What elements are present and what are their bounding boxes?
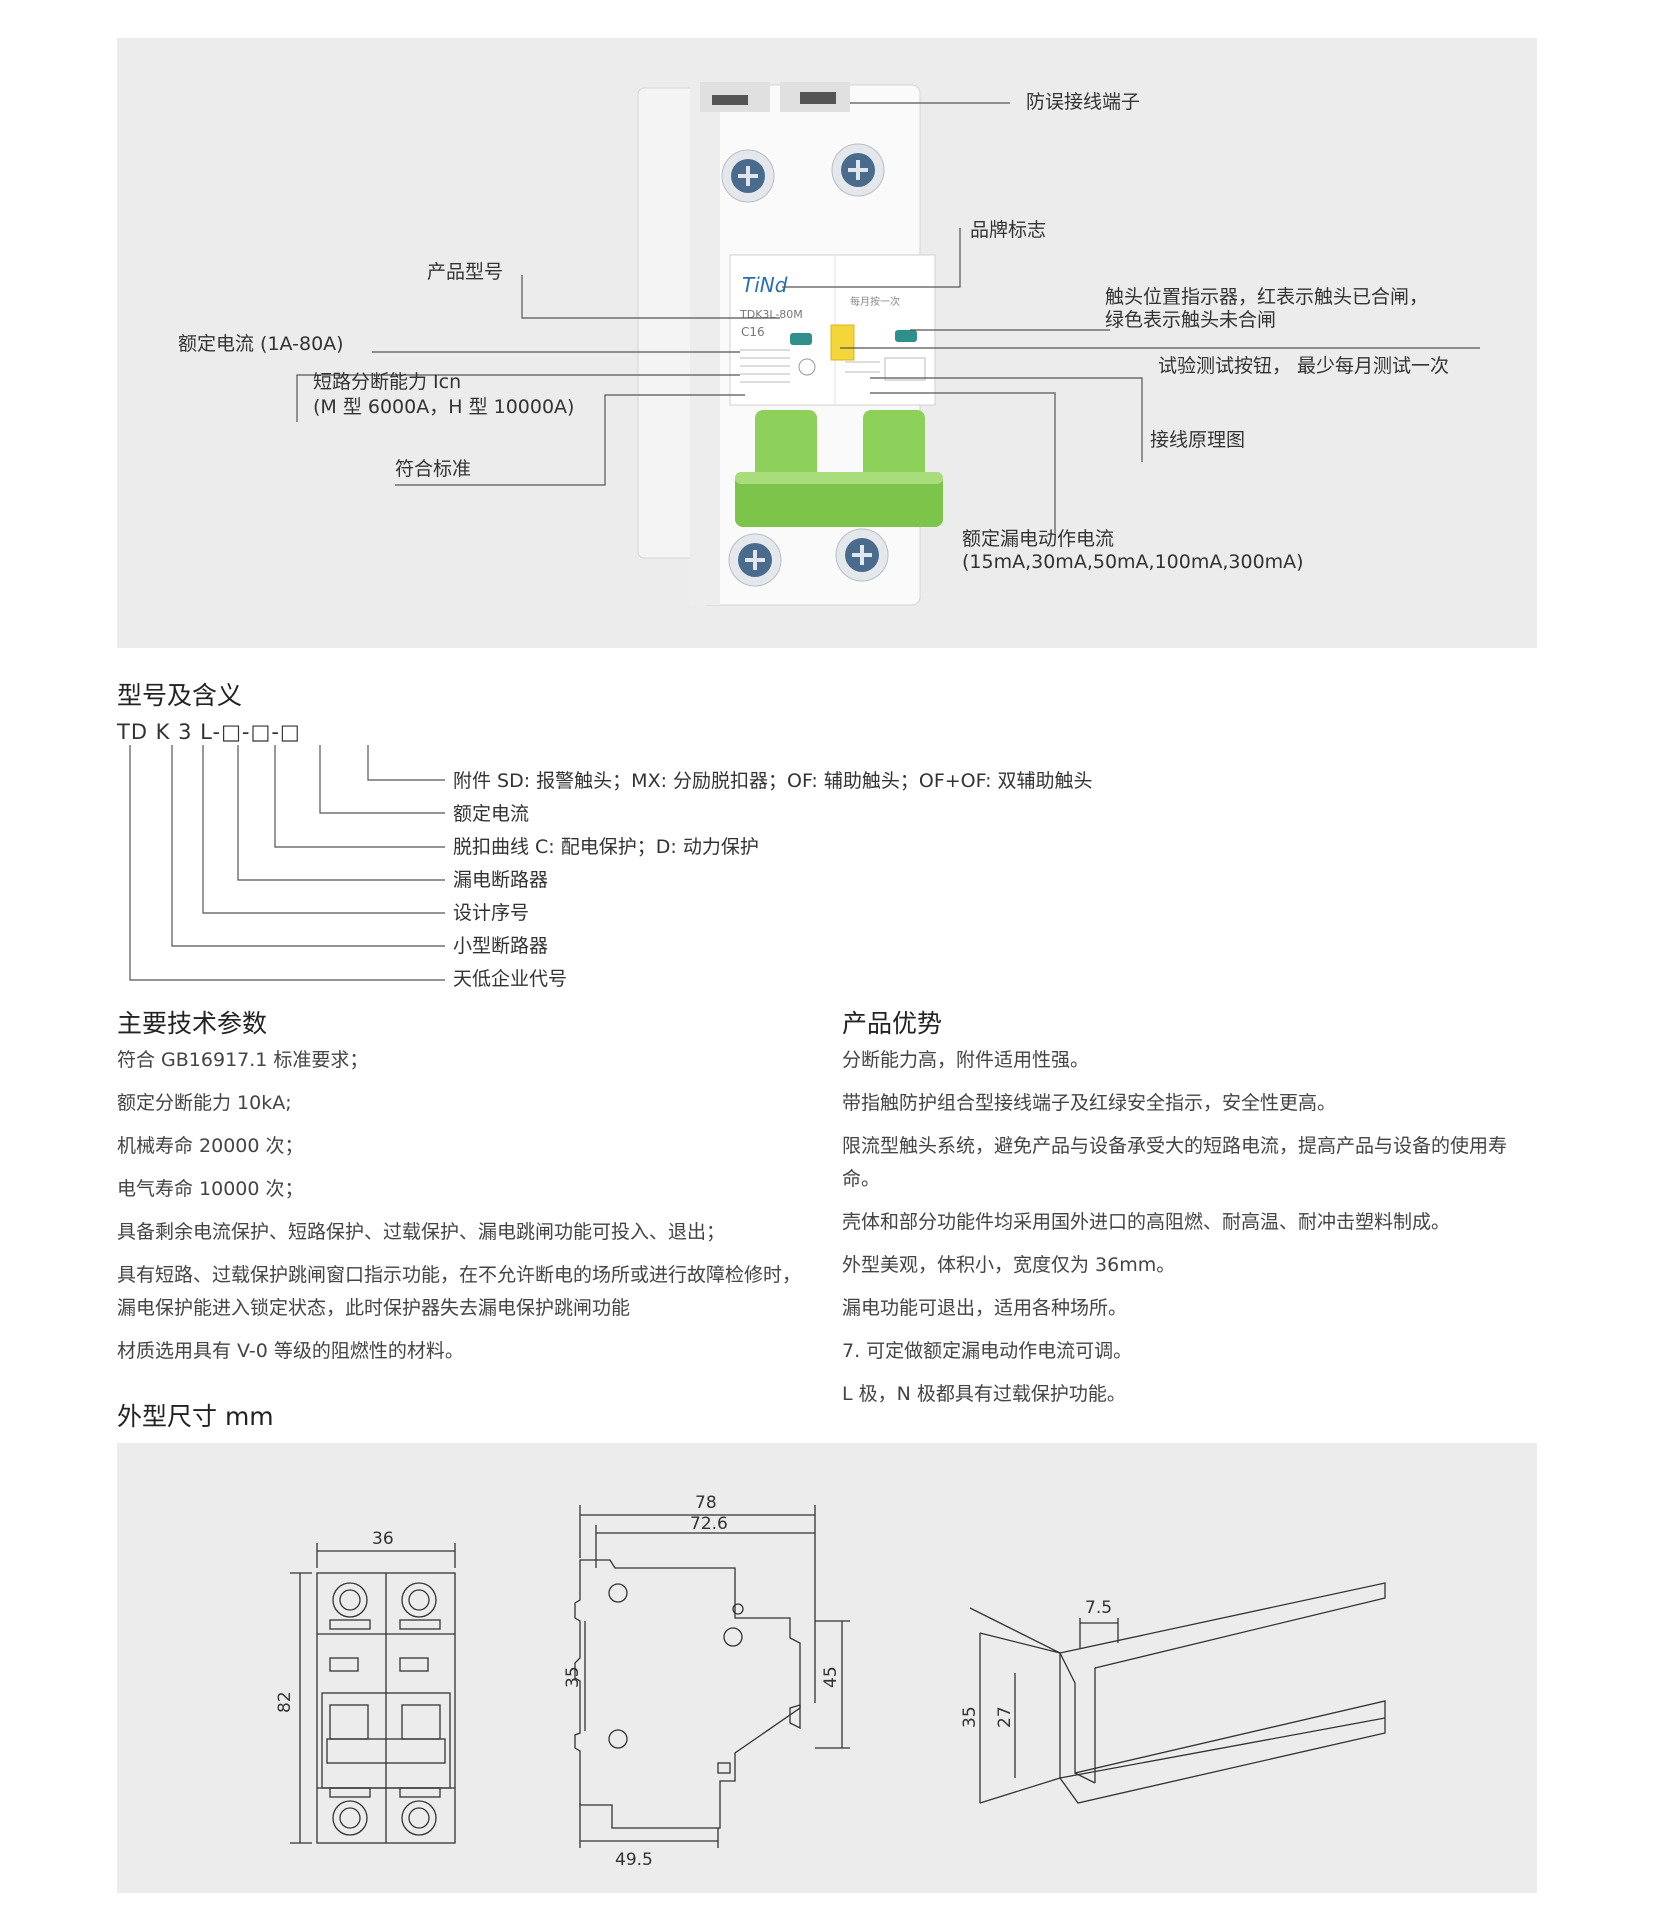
label-breaking-capacity-2: (M 型 6000A，H 型 10000A)	[313, 396, 575, 418]
tech-param-item: 具备剩余电流保护、短路保护、过载保护、漏电跳闸功能可投入、退出；	[117, 1221, 726, 1243]
device-logo: TiNd	[742, 273, 788, 297]
model-item-rated-current: 额定电流	[453, 803, 530, 825]
model-item-mcb: 小型断路器	[453, 935, 549, 957]
dim-side-inner: 72.6	[690, 1514, 728, 1534]
tech-params-heading: 主要技术参数	[117, 1009, 268, 1038]
tech-param-item: 具有短路、过载保护跳闸窗口指示功能，在不允许断电的场所或进行故障检修时， 漏电保…	[117, 1264, 802, 1319]
label-terminal: 防误接线端子	[1026, 91, 1141, 113]
dim-side-left-h: 35	[563, 1666, 583, 1688]
label-brand-mark: 品牌标志	[970, 219, 1047, 241]
label-test-button: 试验测试按钮， 最少每月测试一次	[1158, 355, 1450, 377]
label-rated-current: 额定电流 (1A-80A)	[178, 333, 344, 355]
advantage-item: 壳体和部分功能件均采用国外进口的高阻燃、耐高温、耐冲击塑料制成。	[842, 1211, 1451, 1233]
dim-rail-top: 7.5	[1085, 1598, 1112, 1618]
dim-side-total: 78	[695, 1493, 717, 1513]
label-breaking-capacity-1: 短路分断能力 Icn	[313, 371, 462, 393]
dim-side-right-h: 45	[821, 1666, 841, 1688]
label-contact-indicator-2: 绿色表示触头未合闸	[1105, 309, 1277, 331]
tech-param-item: 材质选用具有 V-0 等级的阻燃性的材料。	[117, 1340, 464, 1362]
tech-param-item: 符合 GB16917.1 标准要求；	[117, 1049, 369, 1071]
advantage-item: L 极，N 极都具有过载保护功能。	[842, 1383, 1126, 1405]
breaker-illustration: TiNd TDK3L-80M C16 每月按一次	[296, 82, 1480, 606]
device-rating-text: C16	[741, 325, 765, 339]
tech-params-list: 符合 GB16917.1 标准要求； 额定分断能力 10kA; 机械寿命 200…	[117, 1044, 817, 1378]
device-test-hint: 每月按一次	[850, 295, 900, 308]
model-item-accessory: 附件 SD: 报警触头；MX: 分励脱扣器；OF: 辅助触头；OF+OF: 双辅…	[453, 770, 1093, 792]
model-item-design-no: 设计序号	[453, 902, 530, 924]
advantage-item: 外型美观，体积小，宽度仅为 36mm。	[842, 1254, 1176, 1276]
advantage-item: 限流型触头系统，避免产品与设备承受大的短路电流，提高产品与设备的使用寿命。	[842, 1135, 1508, 1190]
dim-front-height: 82	[275, 1691, 295, 1713]
label-wiring-diagram: 接线原理图	[1150, 429, 1246, 451]
model-item-rcbo: 漏电断路器	[453, 869, 549, 891]
label-contact-indicator-1: 触头位置指示器，红表示触头已合闸，	[1105, 286, 1429, 308]
model-item-trip-curve: 脱扣曲线 C: 配电保护；D: 动力保护	[453, 836, 759, 858]
advantage-item: 分断能力高，附件适用性强。	[842, 1049, 1090, 1071]
label-leakage-current-2: (15mA,30mA,50mA,100mA,300mA)	[962, 551, 1304, 573]
dimensions-heading: 外型尺寸 mm	[117, 1402, 274, 1431]
label-standard: 符合标准	[395, 458, 472, 480]
dimensions-panel	[117, 1443, 1537, 1893]
label-leakage-current-1: 额定漏电动作电流	[962, 528, 1115, 550]
dim-rail-outer-h: 35	[960, 1706, 980, 1728]
tech-param-item: 额定分断能力 10kA;	[117, 1092, 292, 1114]
model-item-company-code: 天低企业代号	[453, 968, 568, 990]
advantage-item: 漏电功能可退出，适用各种场所。	[842, 1297, 1128, 1319]
tech-param-item: 电气寿命 10000 次；	[117, 1178, 304, 1200]
dimension-drawings: 36 82 78 72.6 35 45 49.5 7.5 35 27	[275, 1493, 1386, 1870]
dim-rail-inner-h: 27	[995, 1706, 1015, 1728]
model-code: TD K 3 L-□-□-□	[117, 720, 301, 744]
dim-side-bottom: 49.5	[615, 1850, 653, 1870]
tech-param-item: 机械寿命 20000 次；	[117, 1135, 304, 1157]
model-meaning-heading: 型号及含义	[117, 681, 243, 710]
advantages-heading: 产品优势	[842, 1009, 943, 1038]
label-model: 产品型号	[427, 261, 504, 283]
model-code-tree	[129, 745, 445, 981]
advantage-item: 7. 可定做额定漏电动作电流可调。	[842, 1340, 1133, 1362]
advantage-item: 带指触防护组合型接线端子及红绿安全指示，安全性更高。	[842, 1092, 1337, 1114]
advantages-list: 分断能力高，附件适用性强。 带指触防护组合型接线端子及红绿安全指示，安全性更高。…	[842, 1044, 1542, 1421]
dim-front-width: 36	[372, 1529, 394, 1549]
